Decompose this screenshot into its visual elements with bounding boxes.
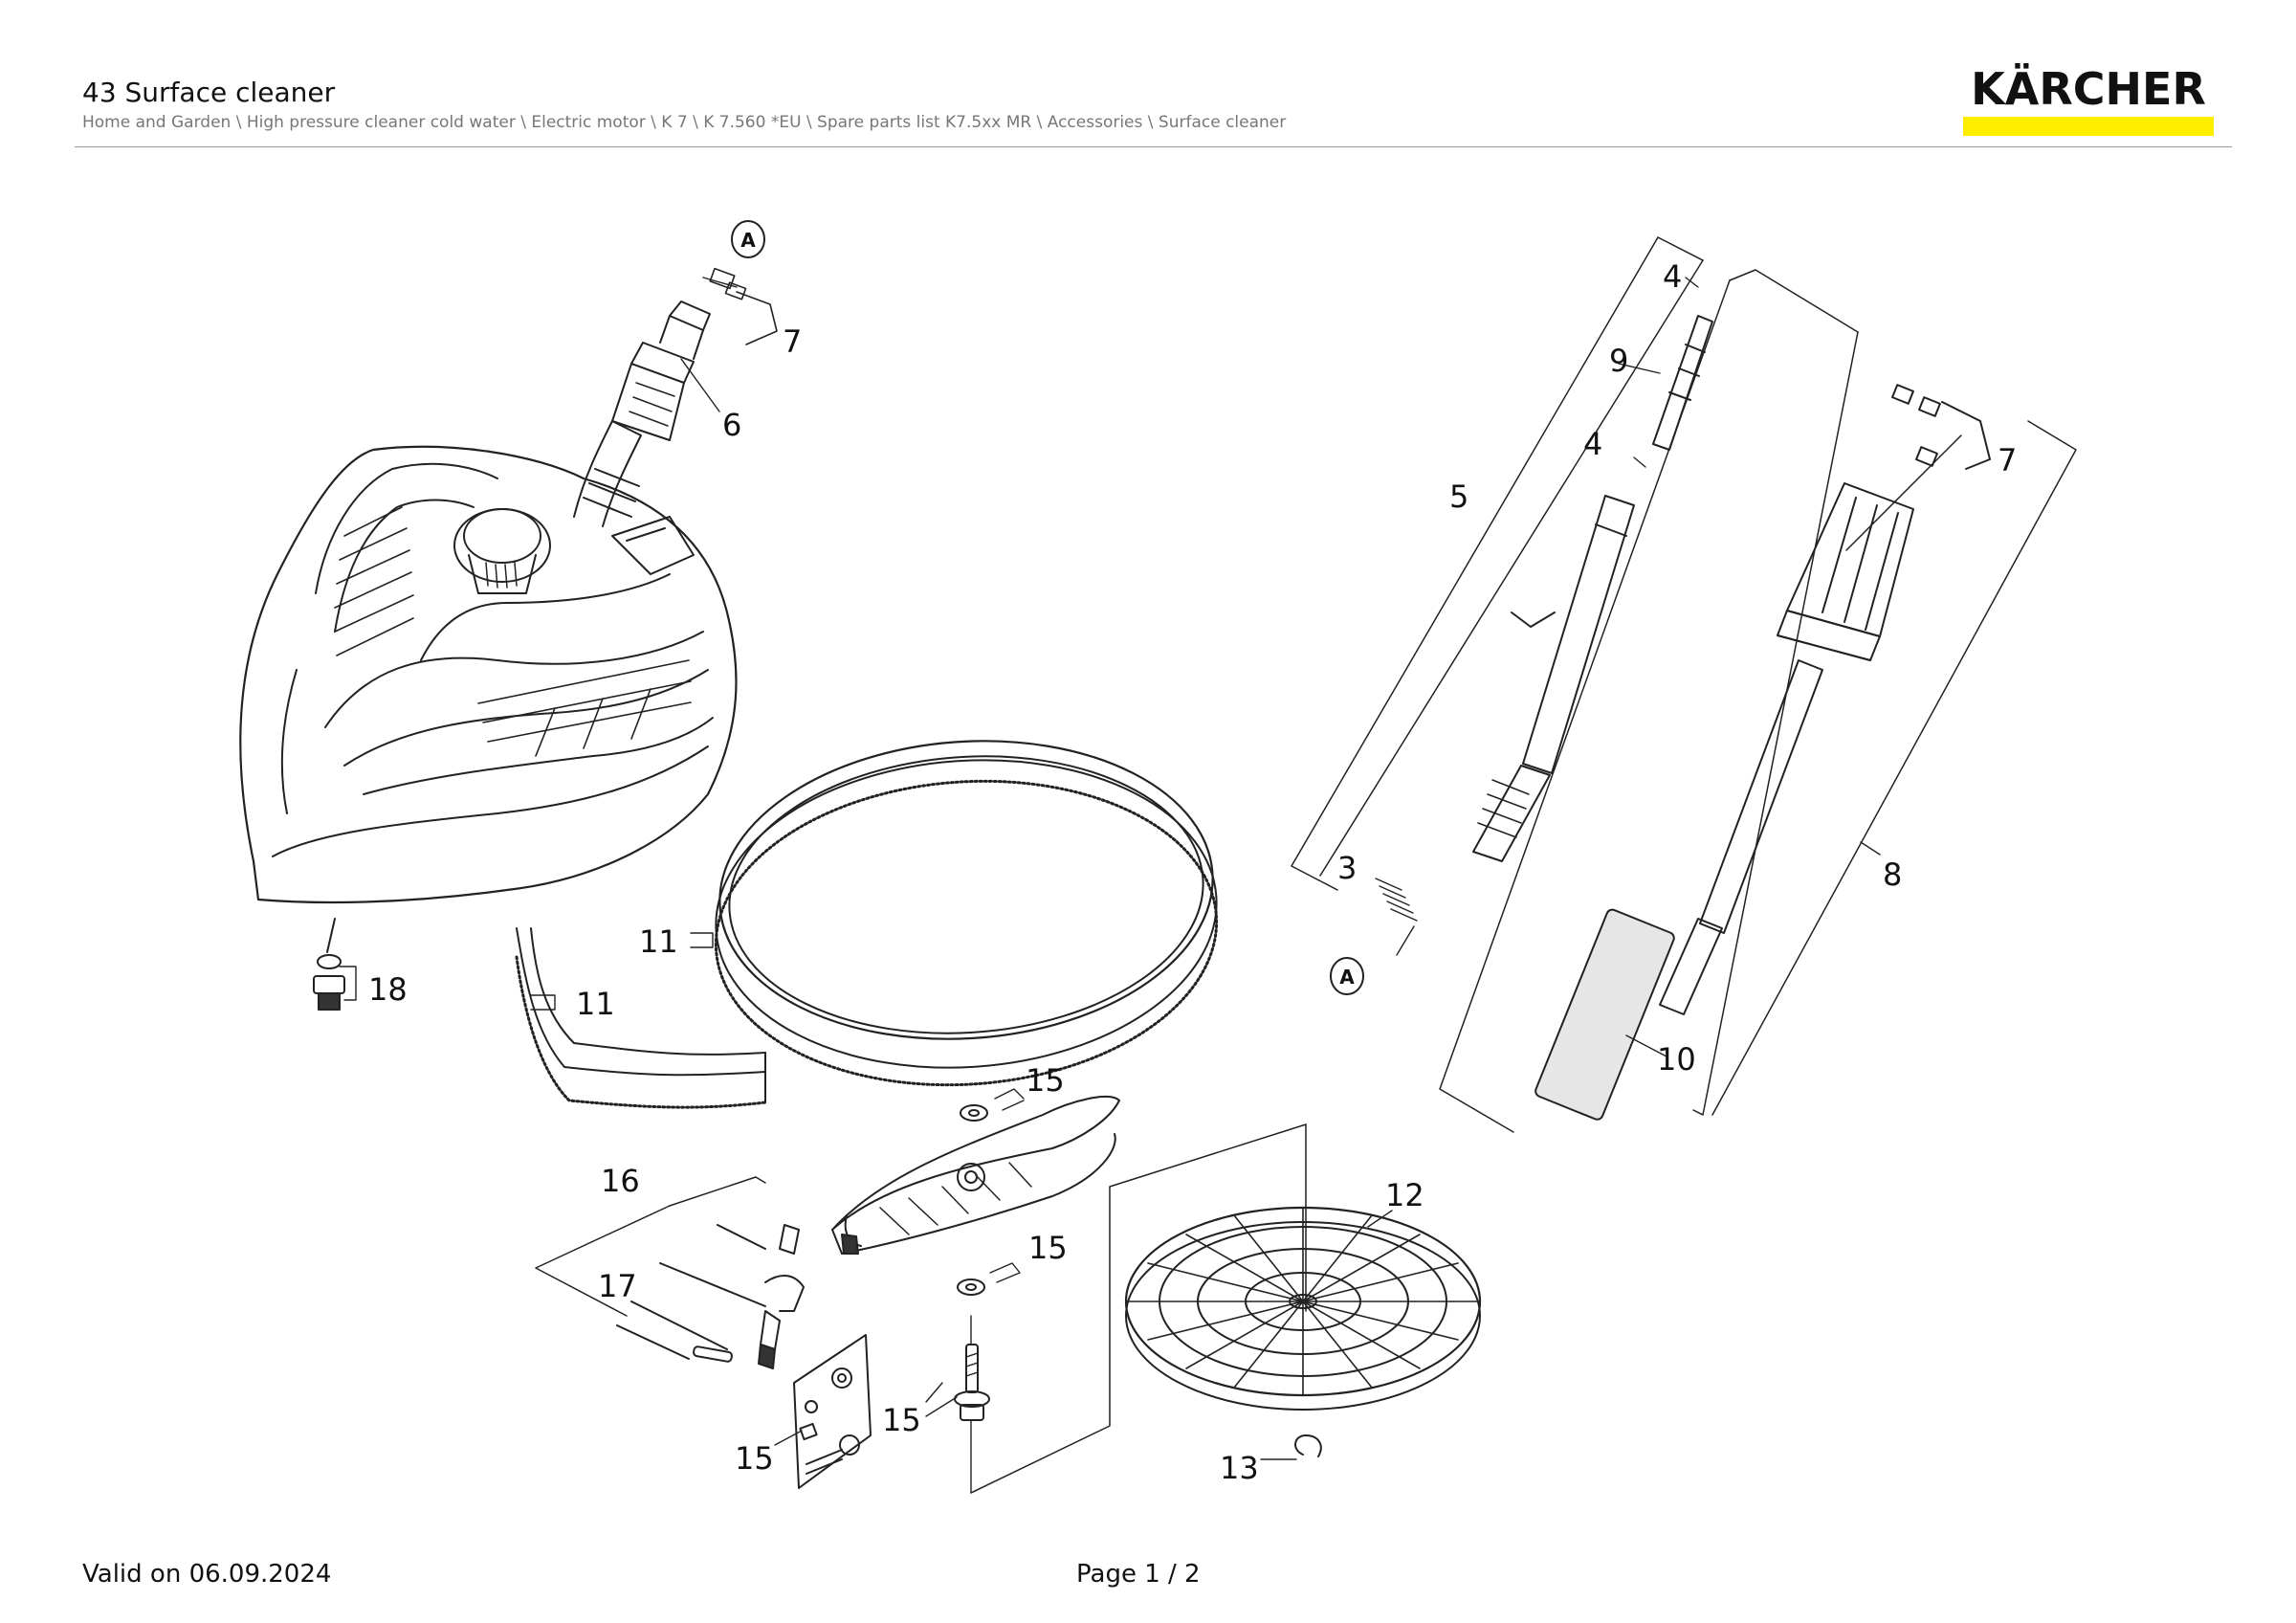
leader-4b — [1633, 456, 1646, 468]
leader-8 — [1860, 841, 1881, 856]
extension-8-frame — [1439, 269, 2077, 1133]
callout-15-bolt: 15 — [882, 1402, 921, 1438]
callout-13: 13 — [1220, 1450, 1259, 1486]
callout-4-top: 4 — [1663, 258, 1682, 295]
brush-strip-11 — [515, 927, 767, 1109]
leader-11b — [530, 994, 556, 1011]
karcher-logo: KÄRCHER — [1963, 63, 2214, 138]
callout-12: 12 — [1385, 1177, 1424, 1213]
page-header: 43 Surface cleaner Home and Garden \ Hig… — [0, 0, 2296, 153]
page-number: Page 1 / 2 — [1076, 1560, 1201, 1589]
leader-4a — [1685, 277, 1699, 288]
logo-wordmark: KÄRCHER — [1971, 63, 2206, 115]
callout-17: 17 — [598, 1268, 637, 1304]
leader-15b — [989, 1262, 1021, 1283]
washer-15-top — [960, 1104, 988, 1122]
washer-15-mid — [957, 1278, 985, 1296]
callout-15-plate: 15 — [735, 1440, 774, 1477]
leader-12 — [1367, 1210, 1393, 1228]
clip-13 — [1294, 1434, 1322, 1457]
callout-11-ring: 11 — [639, 923, 678, 960]
logo-yellow-bar — [1963, 117, 2214, 136]
callout-7-right: 7 — [1998, 442, 2017, 478]
leader-11a — [690, 932, 714, 948]
extension-8 — [1534, 384, 1991, 1121]
handle-adapter-6 — [611, 300, 711, 441]
leader-18 — [339, 966, 357, 1001]
leader-9 — [1618, 363, 1661, 374]
surface-cleaner-housing — [239, 420, 738, 904]
callout-6: 6 — [722, 407, 741, 443]
leader-7a — [702, 277, 738, 288]
callout-15-top: 15 — [1026, 1062, 1065, 1099]
callout-15-mid: 15 — [1028, 1230, 1068, 1266]
leader-15a — [994, 1088, 1025, 1111]
callout-10: 10 — [1657, 1041, 1696, 1078]
screw-18 — [313, 918, 345, 1011]
brush-ring-11 — [714, 740, 1219, 1087]
callout-4-lower: 4 — [1583, 426, 1602, 462]
connector-a-bottom-label: A — [1339, 966, 1355, 989]
base-plate-frame — [970, 1123, 1307, 1494]
callout-8: 8 — [1883, 856, 1902, 893]
nipple-7-top — [709, 267, 778, 345]
page-title: 43 Surface cleaner — [82, 77, 336, 108]
nozzle-parts — [616, 1224, 859, 1369]
nozzle-group-frame-16 — [535, 1176, 766, 1317]
rubber-grip-10 — [1534, 908, 1675, 1121]
callout-11-strip: 11 — [576, 986, 615, 1022]
breadcrumb: Home and Garden \ High pressure cleaner … — [82, 113, 1287, 132]
leader-15d — [774, 1430, 803, 1446]
lance-5 — [1375, 315, 1713, 922]
bolt-15 — [954, 1344, 990, 1421]
callout-9: 9 — [1609, 343, 1628, 379]
header-divider — [75, 146, 2232, 147]
connector-a-top-label: A — [740, 229, 756, 252]
base-plate-12 — [1124, 1206, 1482, 1411]
callout-16: 16 — [601, 1163, 640, 1199]
leader-6 — [680, 358, 720, 412]
leader-10 — [1625, 1034, 1667, 1057]
lance-5-frame — [1291, 236, 1704, 891]
connector-a-bottom — [1330, 957, 1364, 995]
callout-5: 5 — [1449, 478, 1468, 515]
callout-18: 18 — [368, 971, 408, 1008]
connector-a-top — [731, 220, 765, 258]
leader-15c — [925, 1382, 958, 1417]
leader-3 — [1396, 925, 1415, 956]
callout-7-top: 7 — [783, 323, 802, 360]
callout-3: 3 — [1337, 850, 1357, 886]
valid-date: Valid on 06.09.2024 — [82, 1560, 332, 1589]
nozzle-plate-15 — [793, 1334, 872, 1489]
